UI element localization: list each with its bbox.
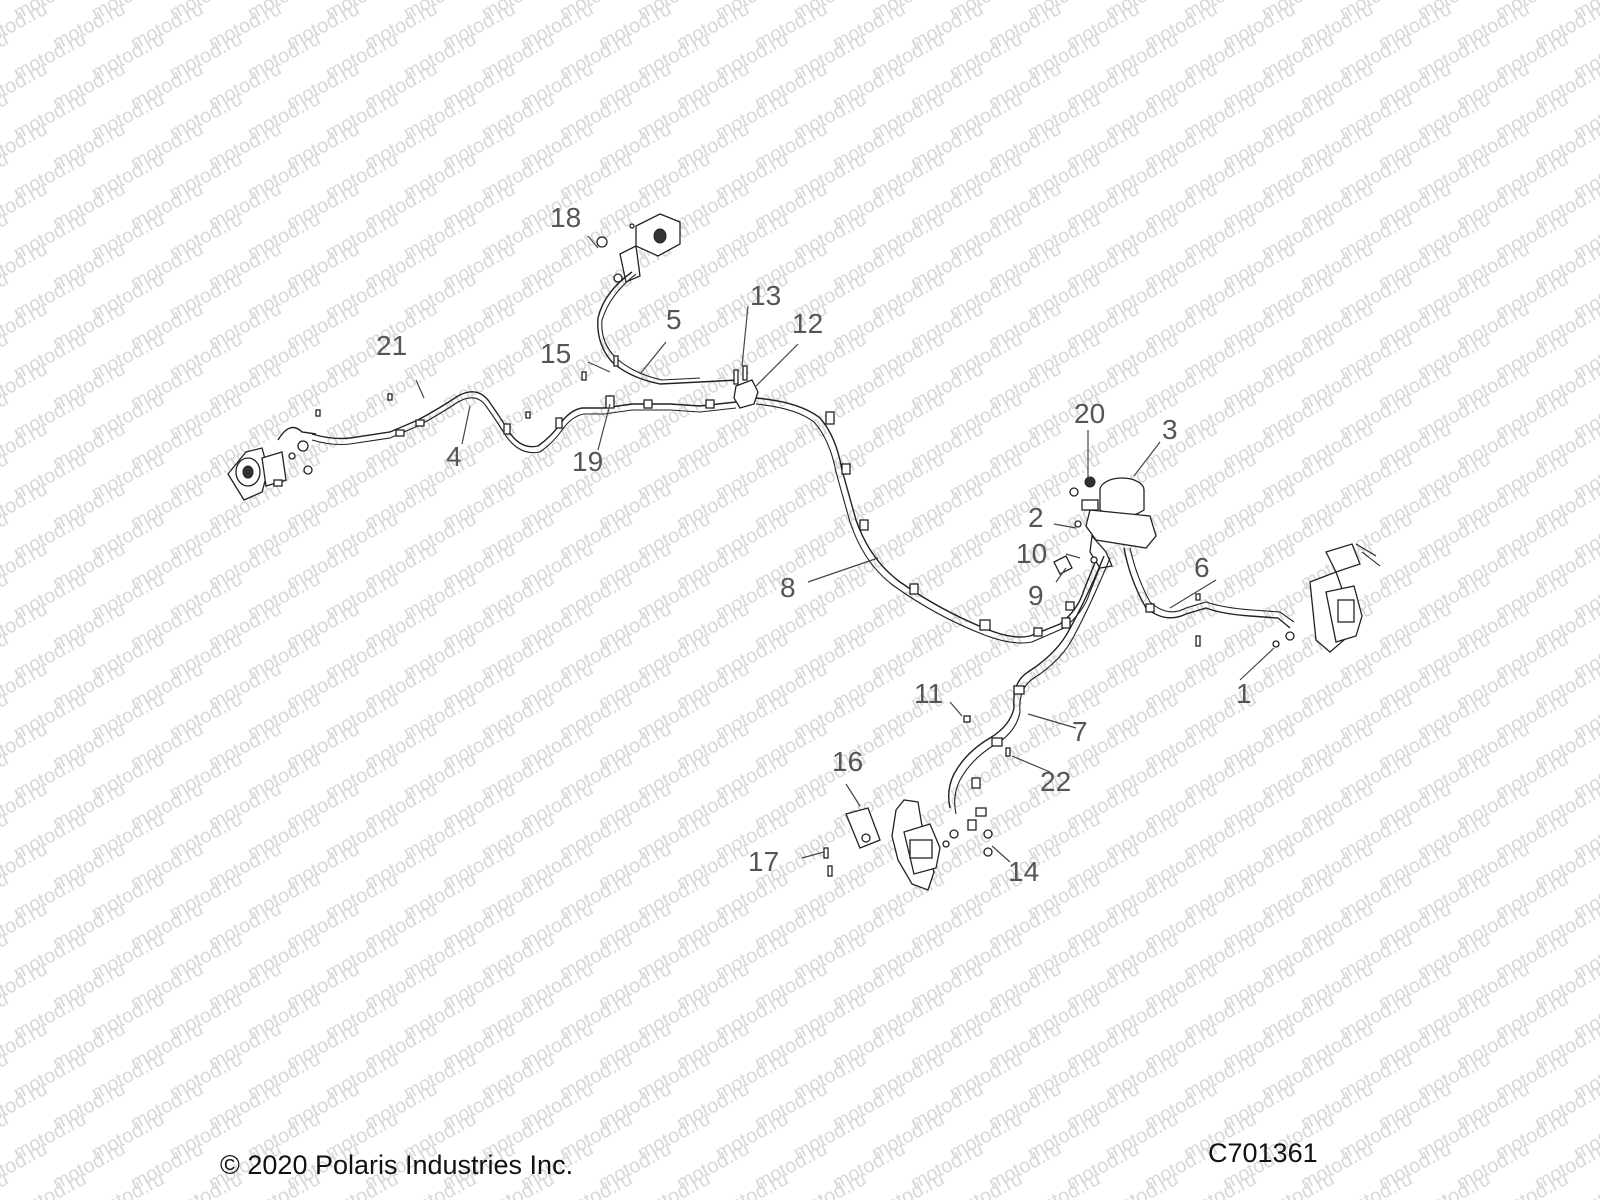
- brake-line-4: [311, 391, 737, 454]
- rear-right-caliper: [1272, 543, 1381, 653]
- callout-4: 4: [446, 441, 462, 472]
- callout-1: 1: [1236, 678, 1252, 709]
- callout-11: 11: [914, 678, 944, 709]
- callout-15: 15: [540, 338, 572, 369]
- master-cylinder: [1053, 476, 1157, 575]
- junction-block: [733, 365, 759, 409]
- callout-8: 8: [780, 572, 796, 603]
- callout-9: 9: [1028, 580, 1044, 611]
- callout-5: 5: [666, 304, 682, 335]
- diagram-code: C701361: [1208, 1138, 1318, 1168]
- brake-line-6: [1123, 547, 1295, 647]
- callout-19: 19: [572, 446, 604, 477]
- callout-3: 3: [1162, 414, 1178, 445]
- brake-line-7: [947, 555, 1111, 815]
- rear-left-caliper: [227, 426, 317, 501]
- callout-20: 20: [1074, 398, 1106, 429]
- leader-lines: [415, 235, 1275, 863]
- callout-13: 13: [750, 280, 782, 311]
- parking-brake-assembly: [596, 213, 739, 385]
- callout-17: 17: [748, 846, 780, 877]
- copyright-notice: © 2020 Polaris Industries Inc.: [220, 1150, 574, 1180]
- callout-6: 6: [1194, 552, 1210, 583]
- callout-22: 22: [1040, 766, 1072, 797]
- callout-21: 21: [376, 330, 408, 361]
- callout-10: 10: [1016, 538, 1048, 569]
- callout-18: 18: [550, 202, 582, 233]
- callout-14: 14: [1008, 856, 1040, 887]
- callout-7: 7: [1072, 716, 1088, 747]
- brake-line-8: [755, 397, 1103, 644]
- front-caliper: [845, 799, 993, 891]
- callout-12: 12: [792, 308, 824, 339]
- callout-16: 16: [832, 746, 864, 777]
- fasteners: [315, 355, 1201, 877]
- callout-2: 2: [1028, 502, 1044, 533]
